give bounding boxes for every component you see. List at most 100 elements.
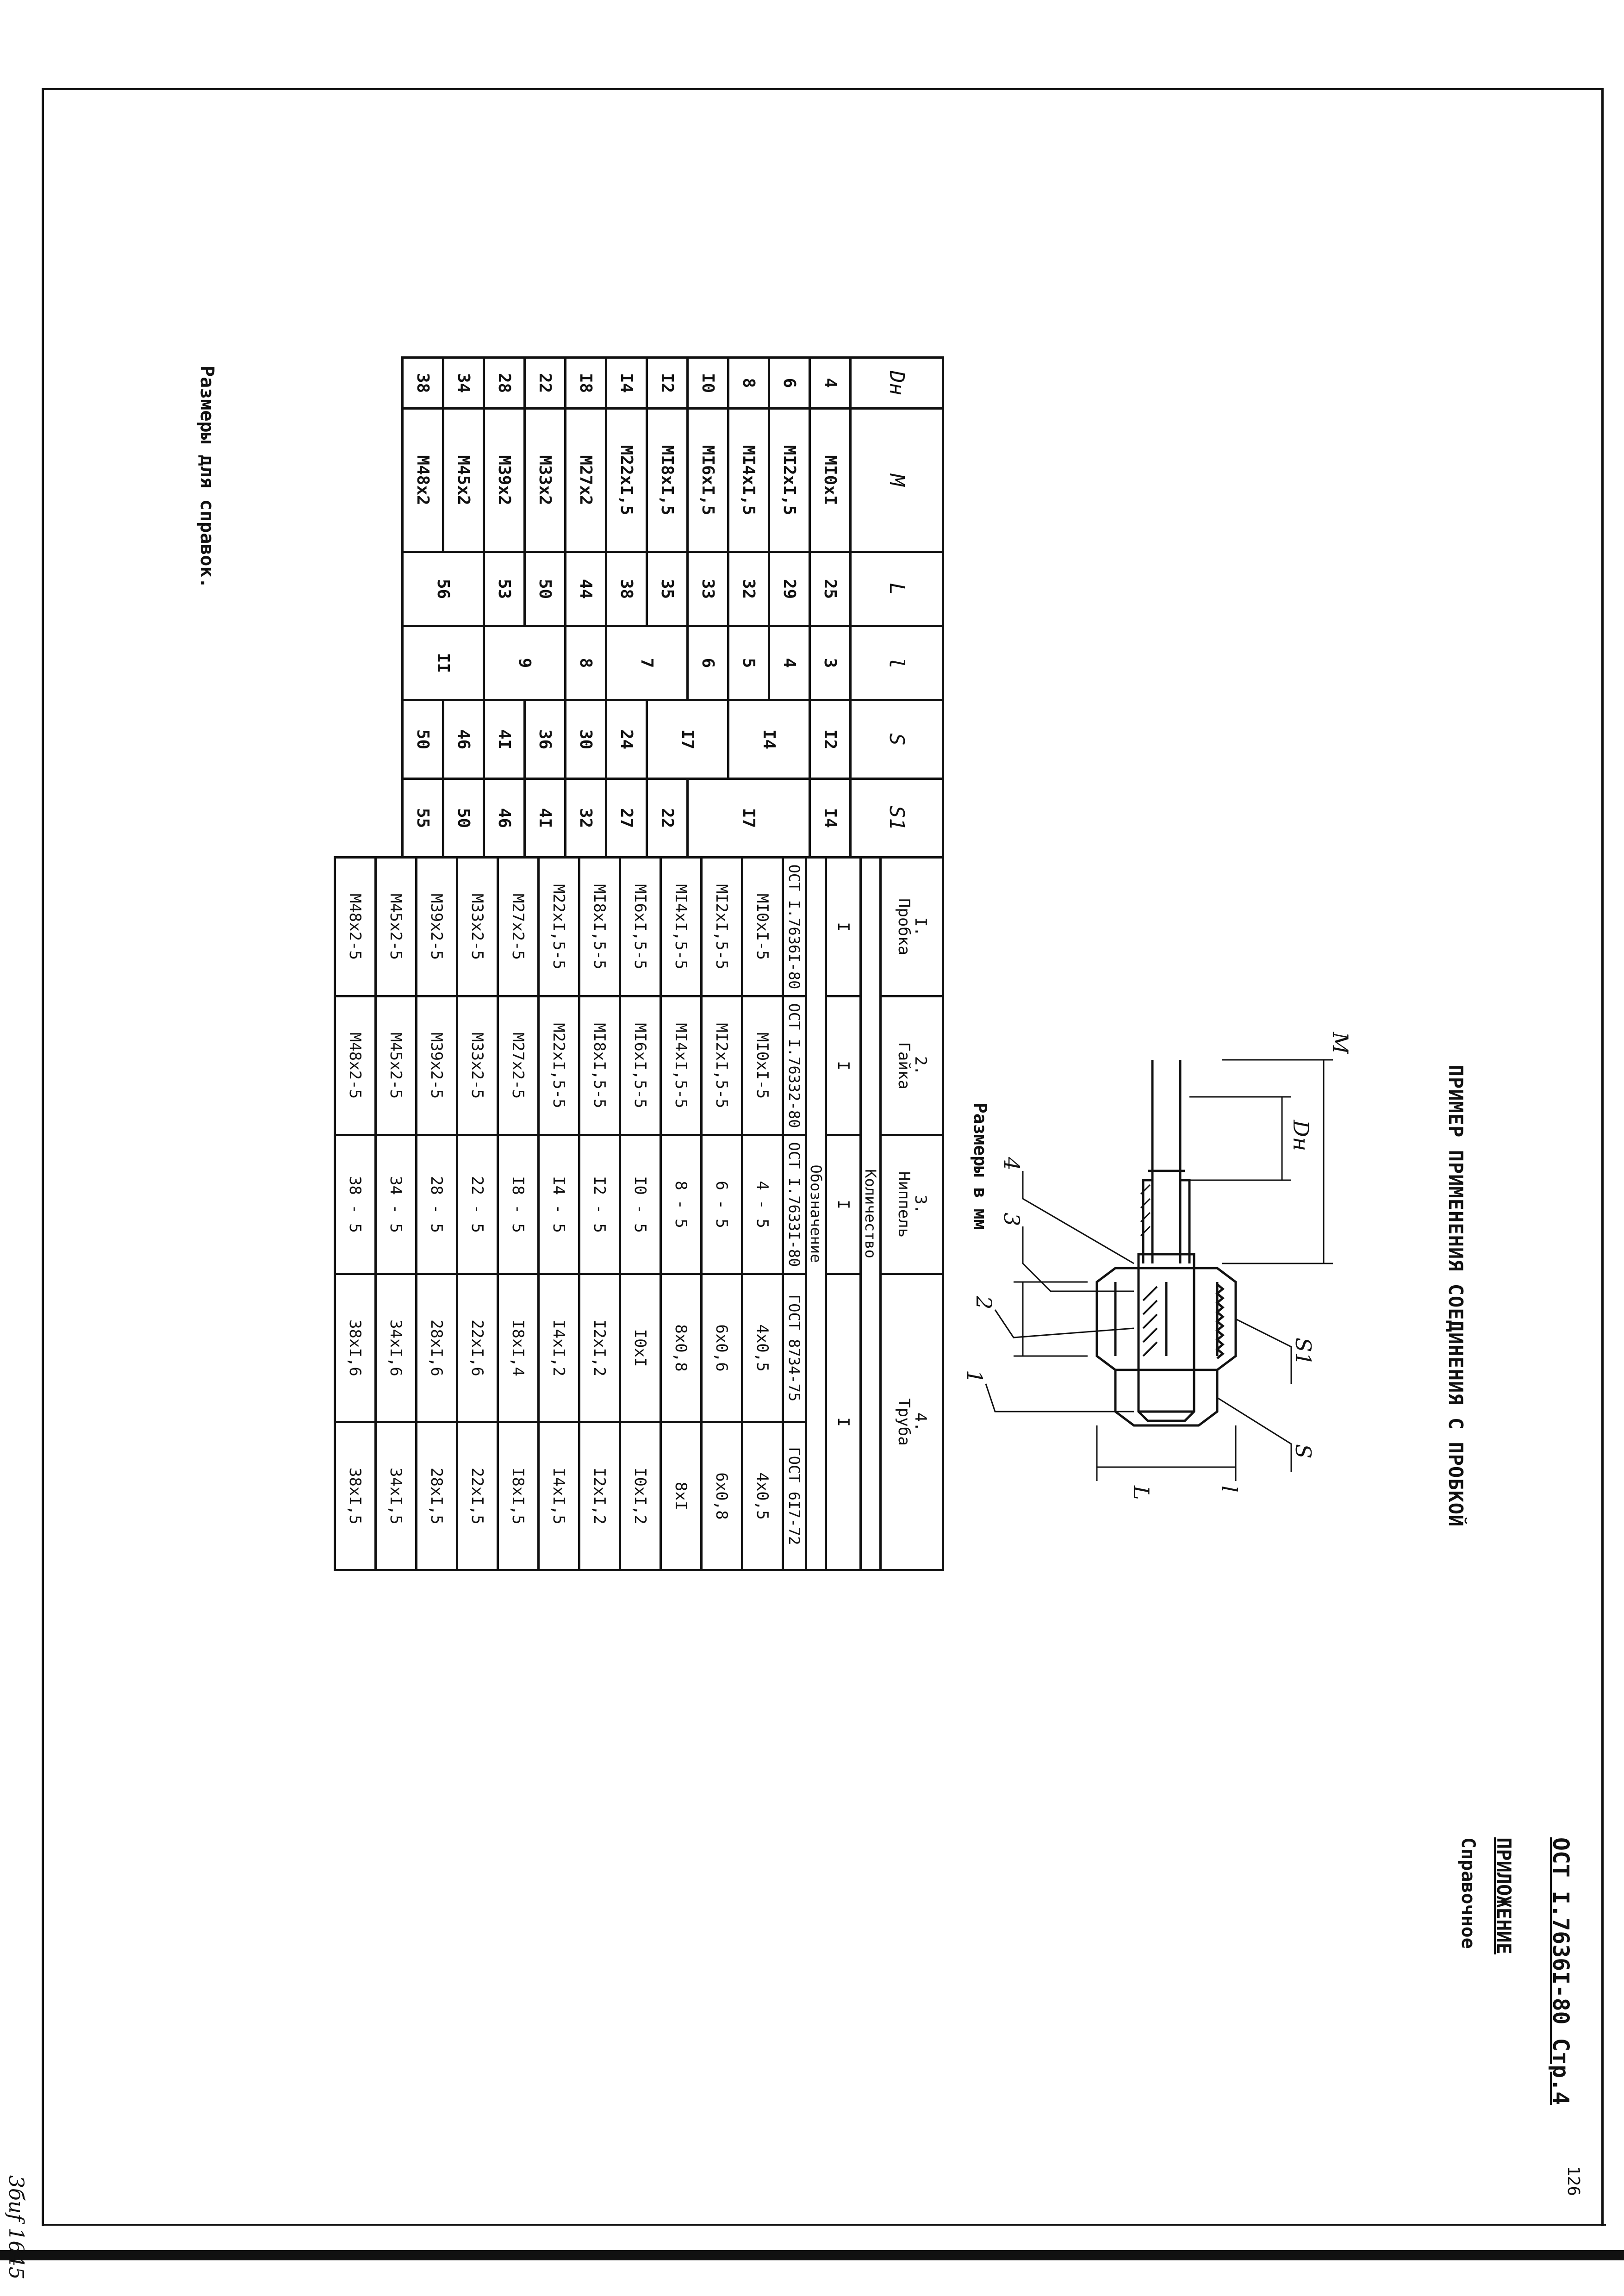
cell: 35: [647, 552, 688, 626]
cell: MI6xI,5: [687, 408, 728, 552]
cell: I4: [728, 700, 810, 779]
cell: 29: [769, 552, 810, 626]
cell: I0xI,2: [620, 1422, 661, 1570]
cell: M22xI,5-5: [538, 857, 579, 996]
part-number: 2.: [911, 1056, 930, 1075]
cell: 6 - 5: [701, 1135, 742, 1274]
cell: 7: [606, 626, 688, 700]
designation-label: Обозначение: [806, 857, 826, 1570]
quantity-row: I I I I: [826, 857, 861, 1570]
sizes-caption: Размеры в мм: [970, 1102, 990, 1230]
cell: I8 - 5: [498, 1135, 539, 1274]
cell: 28xI,5: [416, 1422, 457, 1570]
cell: 28xI,6: [416, 1274, 457, 1422]
cell: MI4xI,5: [728, 408, 769, 552]
table-row: 6 MI2xI,5 29 4 I4 I7: [687, 357, 810, 858]
callout-2: 2: [971, 1295, 996, 1309]
standard-cell: ГОСТ 8734-75: [783, 1274, 806, 1422]
cell: M48x2-5: [335, 996, 376, 1135]
cell: I8xI,4: [498, 1274, 539, 1422]
inventory-mark: 3бuf 1645: [4, 2175, 28, 2280]
part-name: Гайка: [895, 1042, 913, 1089]
cell: II: [402, 626, 484, 700]
cell: 50: [402, 700, 443, 779]
label-l-small: l: [1217, 1486, 1242, 1493]
dimensions-table: Dн M L l S S1 4 MI0xI 25 3 I2 I4 6 MI2xI…: [401, 356, 944, 859]
cell: 6: [687, 626, 728, 700]
quantity-cell: I: [826, 996, 861, 1135]
label-l-big: L: [1129, 1485, 1154, 1500]
cell: I2: [809, 700, 851, 779]
part-name: Пробка: [895, 898, 913, 955]
page-border: [42, 88, 1604, 2226]
cell: MI2xI,5: [769, 408, 810, 552]
label-s: S: [1291, 1444, 1316, 1459]
cell: 22: [647, 778, 688, 858]
cell: 6x0,6: [701, 1274, 742, 1422]
cell: M33x2-5: [457, 996, 498, 1135]
doc-code: ОСТ I.7636I-80 Стр.4: [1548, 1837, 1574, 2105]
cell: MI6xI,5-5: [620, 996, 661, 1135]
part-number: I.: [911, 917, 930, 936]
rotated-sheet: ОСТ I.7636I-80 Стр.4 ПРИЛОЖЕНИЕ Справочн…: [42, 88, 1606, 2226]
label-s1: S1: [1291, 1338, 1316, 1366]
cell: 34: [443, 357, 484, 409]
part-header-2: 2.Гайка: [880, 996, 943, 1135]
col-header-l-small: l: [850, 626, 943, 700]
col-header-l-big: L: [850, 552, 943, 626]
table-row: I4 M22xI,5 38 24 27: [606, 357, 647, 858]
cell: M48x2-5: [335, 857, 376, 996]
cell: I2 - 5: [579, 1135, 620, 1274]
cell: 50: [524, 552, 566, 626]
cell: I4: [809, 778, 851, 858]
page-number: 126: [1564, 2166, 1583, 2196]
cell: MI8xI,5: [647, 408, 688, 552]
cell: 4 - 5: [742, 1135, 783, 1274]
cell: 6: [769, 357, 810, 409]
quantity-cell: I: [826, 1135, 861, 1274]
cell: 44: [565, 552, 606, 626]
cell: 38xI,5: [335, 1422, 376, 1570]
cell: 34 - 5: [375, 1135, 417, 1274]
callout-3: 3: [999, 1213, 1024, 1226]
cell: M39x2: [484, 408, 525, 552]
table-row: 28 M39x2 53 4I 46: [484, 357, 525, 858]
cell: I2: [647, 357, 688, 409]
cell: I0xI: [620, 1274, 661, 1422]
cell: I0 - 5: [620, 1135, 661, 1274]
cell: 28: [484, 357, 525, 409]
cell: 4I: [524, 778, 566, 858]
cell: I4xI,5: [538, 1422, 579, 1570]
cell: MI8xI,5-5: [579, 857, 620, 996]
cell: 55: [402, 778, 443, 858]
cell: I7: [687, 778, 810, 858]
cell: 38xI,6: [335, 1274, 376, 1422]
connection-drawing: M Dн l L S1 S 4 3 2 1: [962, 1032, 1353, 1500]
footer-line: [42, 2224, 1606, 2226]
callout-1: 1: [962, 1370, 987, 1383]
cell: 8: [728, 357, 769, 409]
cell: I2xI,2: [579, 1422, 620, 1570]
label-dn: Dн: [1288, 1120, 1313, 1151]
cell: M39x2-5: [416, 857, 457, 996]
part-header-1: I.Пробка: [880, 857, 943, 996]
parts-table: I.Пробка 2.Гайка 3.Ниппель 4.Труба Колич…: [334, 856, 944, 1571]
cell: 50: [443, 778, 484, 858]
cell: MI0xI-5: [742, 857, 783, 996]
cell: 8x0,8: [660, 1274, 702, 1422]
cell: I0: [687, 357, 728, 409]
quantity-label-row: Количество: [860, 857, 881, 1570]
part-name: Труба: [895, 1398, 913, 1446]
cell: M39x2-5: [416, 996, 457, 1135]
drawing-title: ПРИМЕР ПРИМЕНЕНИЯ СОЕДИНЕНИЯ С ПРОБКОЙ: [1444, 1064, 1467, 1527]
cell: I7: [647, 700, 728, 779]
part-header-3: 3.Ниппель: [880, 1135, 943, 1274]
part-header-4: 4.Труба: [880, 1274, 943, 1570]
cell: 33: [687, 552, 728, 626]
cell: M45x2-5: [375, 996, 417, 1135]
cell: 8: [565, 626, 606, 700]
